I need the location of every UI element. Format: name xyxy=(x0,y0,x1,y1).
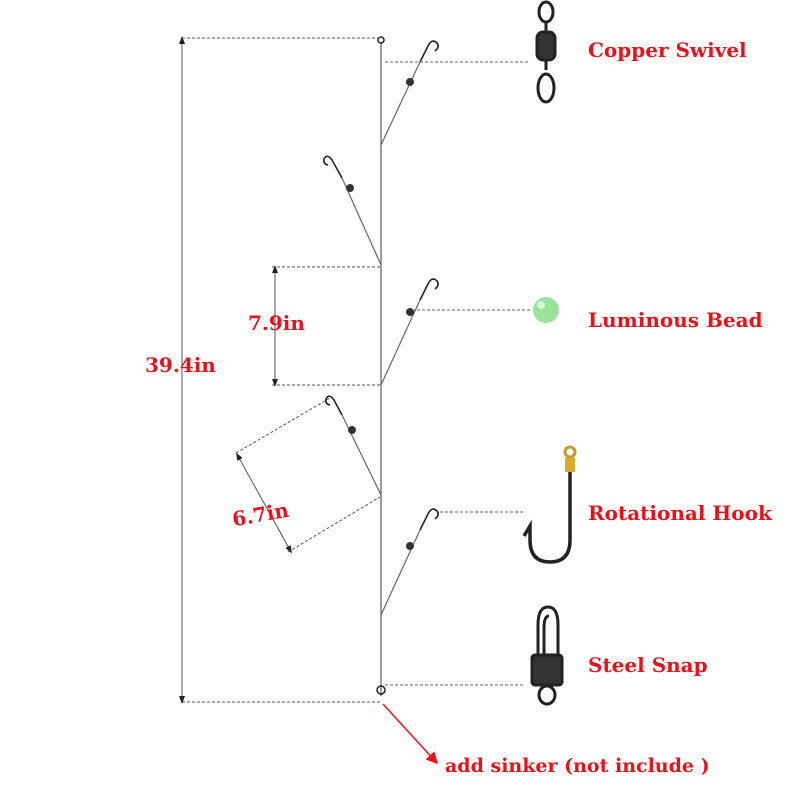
sinker-arrow xyxy=(382,703,439,765)
sinker-note: add sinker (not include ) xyxy=(445,755,710,777)
steel-snap-label: Steel Snap xyxy=(588,653,708,677)
luminous-bead-label: Luminous Bead xyxy=(588,308,763,332)
dimension-branch xyxy=(235,397,381,554)
branch-length-label: 6.7in xyxy=(230,498,291,532)
bottom-snap-ring xyxy=(376,685,386,695)
branch-4 xyxy=(325,395,382,496)
rotational-hook-label: Rotational Hook xyxy=(588,501,773,525)
hook-icon xyxy=(522,445,577,564)
bead-icon xyxy=(533,297,559,323)
total-length-label: 39.4in xyxy=(145,353,216,377)
copper-swivel-label: Copper Swivel xyxy=(588,38,747,62)
branch-1 xyxy=(380,40,439,146)
branch-2 xyxy=(323,155,382,266)
top-swivel-ring xyxy=(377,36,385,44)
leader-lines xyxy=(385,61,530,686)
swivel-icon xyxy=(535,0,557,104)
branch-5 xyxy=(380,508,439,616)
branch-3 xyxy=(380,278,439,386)
dimension-total xyxy=(179,36,381,704)
spacing-label: 7.9in xyxy=(248,311,305,335)
snap-icon xyxy=(530,605,564,706)
dimension-spacing xyxy=(272,265,381,387)
